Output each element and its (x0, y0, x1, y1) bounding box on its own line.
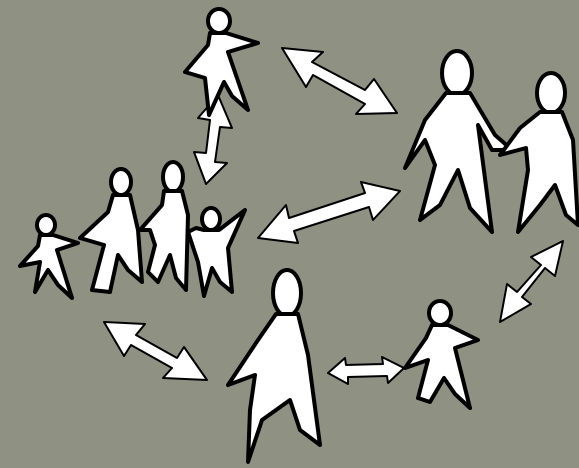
head (37, 215, 55, 235)
head (442, 51, 472, 95)
head (202, 208, 220, 230)
head (429, 301, 451, 325)
head (208, 9, 230, 33)
head (537, 73, 565, 113)
head (273, 270, 301, 316)
head (163, 162, 183, 192)
head (111, 169, 131, 195)
